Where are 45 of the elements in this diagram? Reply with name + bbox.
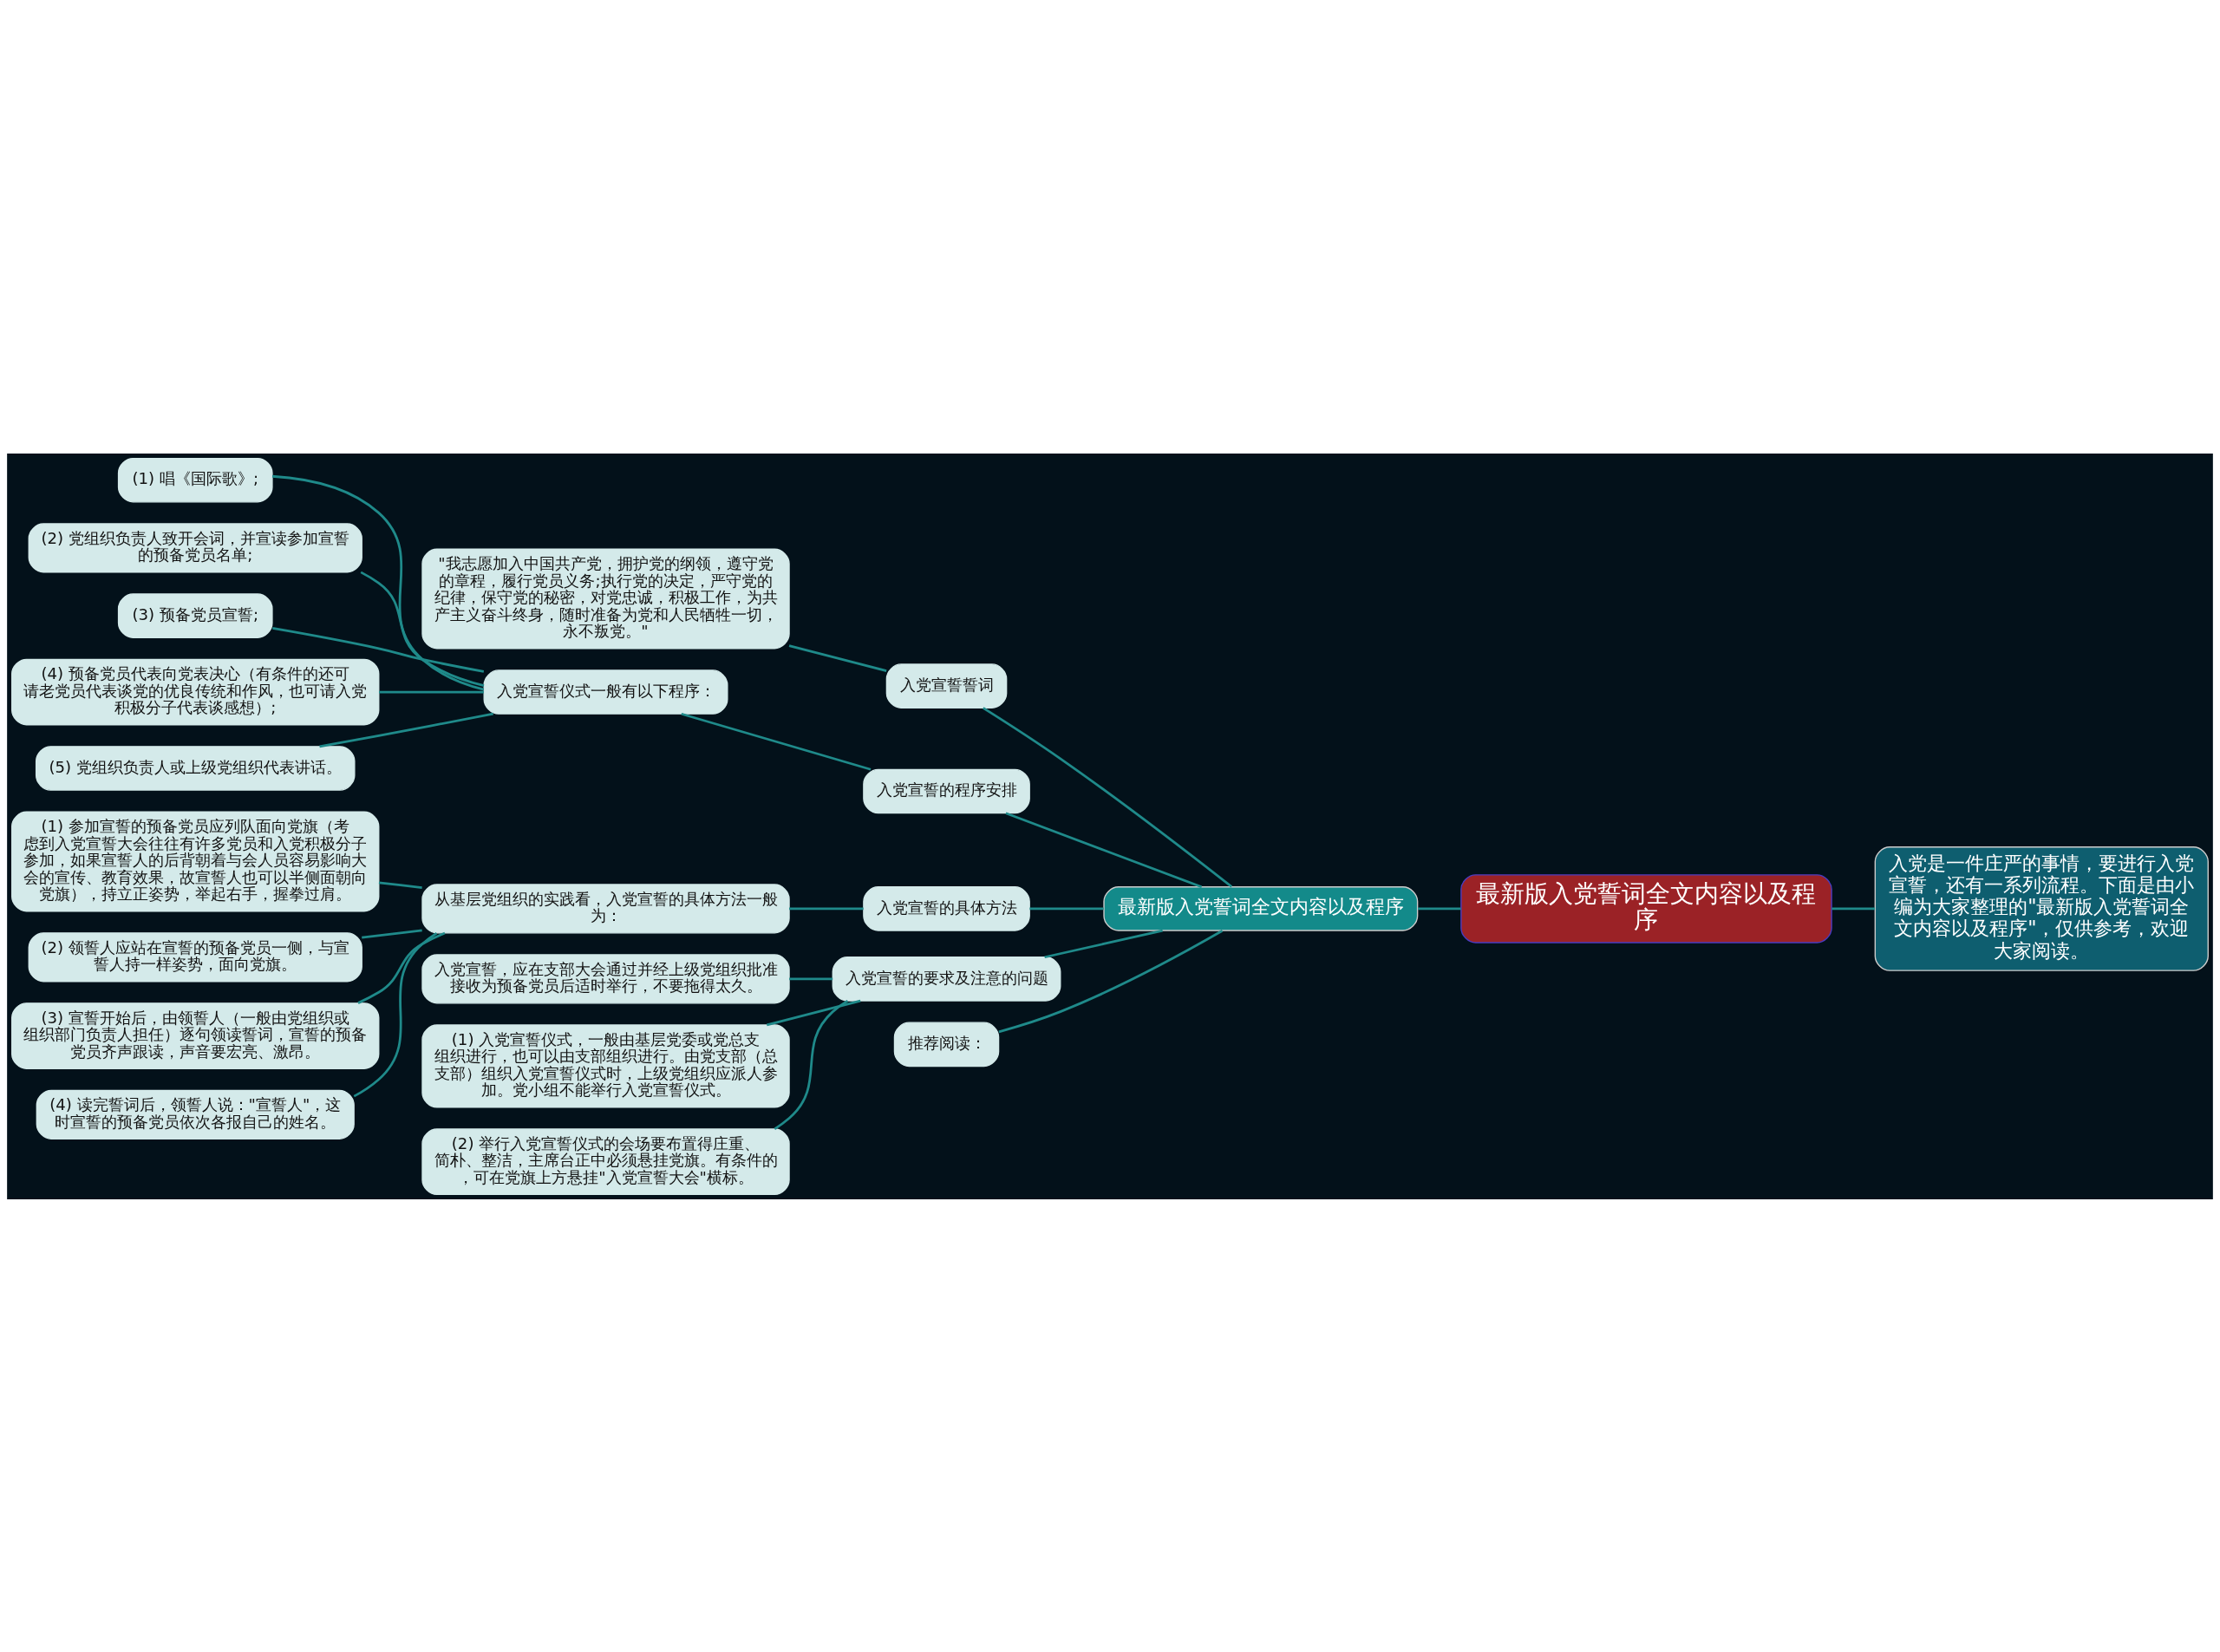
connector (272, 626, 485, 673)
connector (1029, 907, 1104, 910)
node-box: 最新版入党誓词全文内容以及程序 (1460, 873, 1832, 944)
connector (789, 977, 833, 980)
node-box: 推荐阅读： (893, 1021, 1000, 1067)
connector (774, 999, 849, 1130)
node-box: 入党宣誓仪式一般有以下程序： (483, 669, 728, 715)
node-box: (5) 党组织负责人或上级党组织代表讲话。 (35, 745, 356, 791)
node-box: 入党宣誓的具体方法 (863, 885, 1030, 931)
connector (353, 931, 438, 1097)
connector (362, 929, 422, 939)
node-box: (4) 预备党员代表向党表决心（有条件的还可请老党员代表谈党的优良传统和作风，也可请入党积极分子代表谈感想）; (11, 658, 380, 725)
connector (1418, 907, 1461, 910)
node-box: (2) 党组织负责人致开会词，并宣读参加宣誓的预备党员名单; (28, 522, 362, 573)
connector (271, 474, 485, 690)
connector (357, 931, 446, 1004)
node-box: 入党宣誓，应在支部大会通过并经上级党组织批准接收为预备党员后适时举行，不要拖得太久。 (421, 953, 790, 1004)
node-box: 入党宣誓誓词 (885, 663, 1008, 708)
node-box: 从基层党组织的实践看，入党宣誓的具体方法一般为： (421, 883, 790, 934)
node-box: (3) 预备党员宣誓; (117, 592, 273, 638)
connector (1044, 929, 1163, 958)
node-box: (3) 宣誓开始后，由领誓人（一般由党组织或组织部门负责人担任）逐句领读誓词，宣誓的预备党员齐声跟读，声音要宏亮、激昂。 (11, 1002, 380, 1069)
node-box: (1) 参加宣誓的预备党员应列队面向党旗（考虑到入党宣誓大会往往有许多党员和入党积极分子参加，如果宣誓人的后背朝着与会人员容易影响大会的宣传、教育效果，故宣誓人也可以半侧面朝向党旗），持立正姿势，举起右手，握拳过肩。 (11, 811, 380, 911)
node-box: (1) 入党宣誓仪式，一般由基层党委或党总支组织进行，也可以由支部组织进行。由党支部（总支部）组织入党宣誓仪式时，上级党组织应派人参加。党小组不能举行入党宣誓仪式。 (421, 1023, 790, 1108)
connector (766, 999, 861, 1026)
node-box: (2) 举行入党宣誓仪式的会场要布置得庄重、简朴、整洁，主席台正中必须悬挂党旗。有条件的，可在党旗上方悬挂"入党宣誓大会"横标。 (421, 1127, 790, 1195)
node-box: (2) 领誓人应站在宣誓的预备党员一侧，与宣誓人持一样姿势，面向党旗。 (28, 931, 362, 982)
node-box: (4) 读完誓词后，领誓人说："宣誓人"，这时宣誓的预备党员依次各报自己的姓名。 (36, 1089, 355, 1139)
connector (360, 571, 485, 687)
connector (379, 690, 484, 693)
connector (319, 712, 493, 748)
connector (681, 712, 872, 771)
node-box: 入党宣誓的程序安排 (863, 768, 1030, 813)
node-box: 入党宣誓的要求及注意的问题 (832, 956, 1061, 1002)
connector (998, 929, 1224, 1033)
connector (983, 706, 1233, 888)
connector (789, 907, 864, 910)
connector (788, 643, 887, 672)
connector (1832, 907, 1876, 910)
node-box: "我志愿加入中国共产党，拥护党的纲领，遵守党的章程，履行党员义务;执行党的决定，严守党的纪律，保守党的秘密，对党忠诚，积极工作，为共产主义奋斗终身，随时准备为党和人民牺牲一切，永不叛党。" (421, 548, 790, 649)
connector (1005, 811, 1203, 888)
node-box: (1) 唱《国际歌》; (117, 457, 273, 503)
node-box: 最新版入党誓词全文内容以及程序 (1103, 885, 1419, 931)
connector (378, 880, 422, 889)
node-box: 入党是一件庄严的事情，要进行入党宣誓，还有一系列流程。下面是由小编为大家整理的"最新版入党誓词全文内容以及程序"，仅供参考，欢迎大家阅读。 (1874, 846, 2209, 971)
